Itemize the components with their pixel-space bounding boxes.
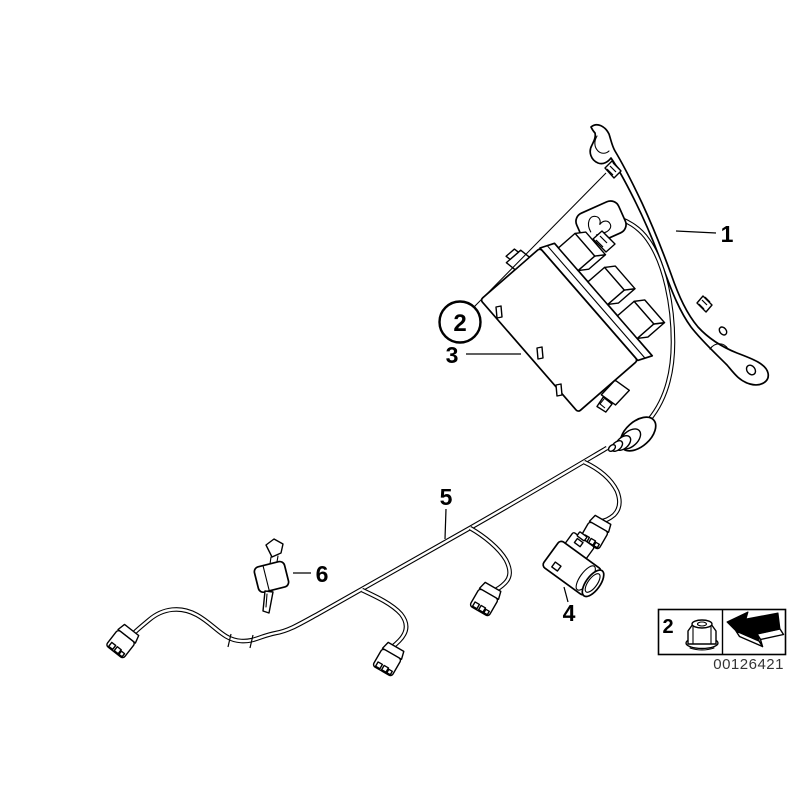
bracket-slot-stud xyxy=(604,160,622,179)
callout-2-label: 2 xyxy=(453,310,466,337)
harness-end-connector xyxy=(105,622,141,660)
module-slot xyxy=(536,346,544,360)
bracket-mid-stud xyxy=(696,295,713,313)
sensor-connector-1 xyxy=(371,640,407,678)
wiring-harness-part xyxy=(132,446,622,653)
holder-stud xyxy=(592,230,616,253)
direction-arrow-icon xyxy=(726,611,785,648)
bracket-foot-notch xyxy=(709,343,729,350)
module-slot xyxy=(495,305,503,319)
cable-strap-part xyxy=(253,538,290,614)
callout-5-leader xyxy=(444,508,447,540)
callout-4-leader xyxy=(563,586,569,603)
callout-2-circle xyxy=(438,300,482,344)
bracket-part xyxy=(589,124,770,386)
legend-callout-number: 2 xyxy=(662,616,673,638)
module-cable xyxy=(610,213,676,422)
drawing-number: 00126421 xyxy=(713,656,784,673)
callout-4-label: 4 xyxy=(563,600,576,626)
callout-6-label: 6 xyxy=(316,561,329,587)
parking-sensor-part xyxy=(542,531,605,598)
harness-grommet xyxy=(607,416,657,453)
harness-sleeve-mark xyxy=(227,633,232,648)
callouts: 1 2 3 4 5 6 xyxy=(293,172,734,626)
callout-3-label: 3 xyxy=(446,342,459,368)
callout-1-leader xyxy=(675,230,717,234)
legend-box: 2 00126421 xyxy=(657,608,787,673)
module-slot xyxy=(555,383,563,397)
bracket-foot-hole xyxy=(745,364,757,376)
bracket-hole xyxy=(718,326,728,336)
callout-2-leader xyxy=(473,172,607,308)
callout-1-label: 1 xyxy=(721,221,734,247)
callout-5-label: 5 xyxy=(440,484,453,510)
bracket-hook-detail xyxy=(594,135,610,154)
harness-sleeve-mark xyxy=(249,634,254,649)
control-module-part xyxy=(480,231,666,413)
flange-nut-icon xyxy=(685,619,719,651)
